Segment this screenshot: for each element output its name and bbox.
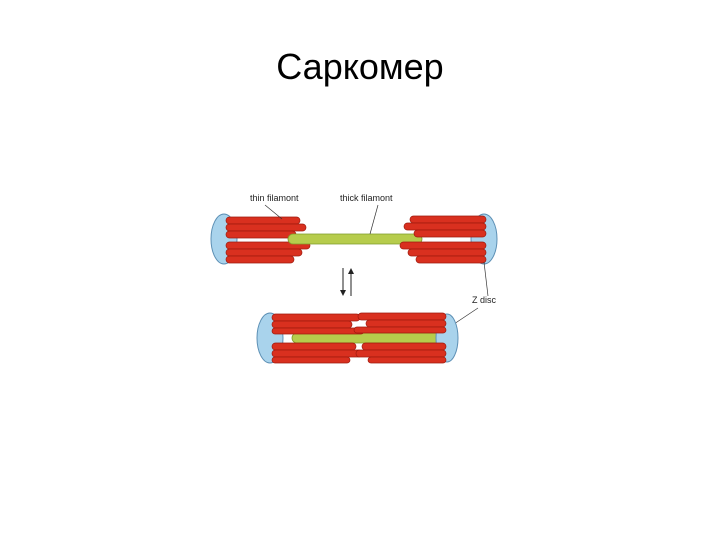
thin-filament xyxy=(271,349,363,358)
thin-filament xyxy=(361,342,447,351)
thin-filament xyxy=(225,223,307,232)
thin-filament xyxy=(357,312,447,321)
thin-filament xyxy=(403,222,487,231)
thick-filament-label: thick filamont xyxy=(340,193,393,203)
thin-filament xyxy=(399,241,487,250)
thin-filament-leader xyxy=(264,204,283,220)
thin-filament xyxy=(225,255,295,264)
thin-filament xyxy=(409,215,487,224)
sarcomere-relaxed xyxy=(210,213,498,265)
thick-filament-contracted xyxy=(291,332,443,344)
thin-filament xyxy=(353,326,447,334)
thin-filament xyxy=(271,320,353,329)
slide-title: Саркомер xyxy=(276,46,444,87)
thin-filament xyxy=(413,229,487,238)
thin-filament xyxy=(367,356,447,364)
thin-filament xyxy=(225,216,301,225)
thin-filament xyxy=(225,230,297,239)
thin-filament xyxy=(365,319,447,328)
z-disc-label: Z disc xyxy=(472,295,497,305)
thin-filament xyxy=(415,255,487,264)
z-disc-leader-top xyxy=(483,261,489,297)
thin-filament xyxy=(271,342,357,351)
thin-filament xyxy=(225,248,303,257)
thick-filament-leader xyxy=(369,204,379,235)
transition-arrows xyxy=(340,268,354,296)
thin-filament xyxy=(271,327,365,335)
sarcomere-contracted xyxy=(256,312,459,364)
thin-filament-label: thin filamont xyxy=(250,193,299,203)
thick-filament-relaxed xyxy=(287,233,423,245)
thin-filament xyxy=(407,248,487,257)
thin-filament xyxy=(271,313,361,322)
thin-filament xyxy=(355,349,447,358)
thin-filament xyxy=(271,356,351,364)
